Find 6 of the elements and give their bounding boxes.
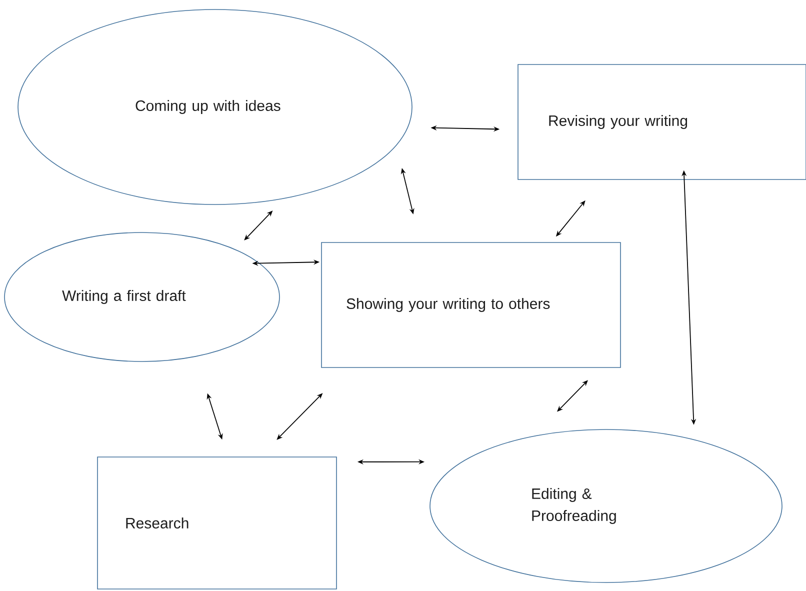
process-box: Showing your writing to others bbox=[321, 242, 621, 368]
process-box: Research bbox=[97, 456, 337, 590]
process-box: Revising your writing bbox=[518, 64, 806, 180]
ellipse-node: Editing & Proofreading bbox=[430, 429, 782, 583]
ellipse-node: Writing a first draft bbox=[4, 232, 280, 362]
ellipse-node: Coming up with ideas bbox=[18, 9, 412, 205]
